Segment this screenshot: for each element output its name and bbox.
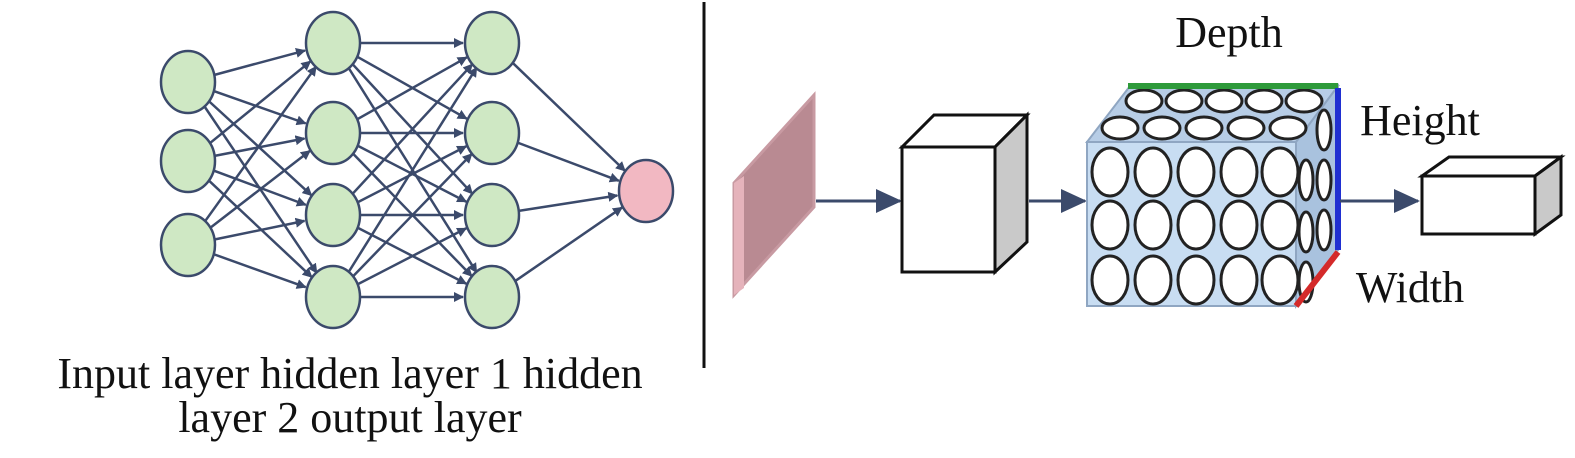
top-neuron-8 <box>1226 115 1266 141</box>
connection-l1-3-0 <box>346 66 478 275</box>
front-neuron-1-0 <box>1090 199 1130 251</box>
volume-front-neurons <box>1090 146 1300 306</box>
width-edge <box>1293 250 1341 308</box>
front-neuron-0-4 <box>1260 146 1300 198</box>
node-l1-0 <box>304 10 362 76</box>
network-edges <box>202 38 626 302</box>
front-neuron-1-3 <box>1219 199 1259 251</box>
caption-line-1: Input layer hidden layer 1 hidden <box>57 349 643 398</box>
side-neuron-5 <box>1315 208 1333 252</box>
front-neuron-2-3 <box>1219 254 1259 306</box>
connection-l0-0-0 <box>213 48 306 77</box>
connection-l0-1-0 <box>208 60 312 145</box>
front-neuron-2-2 <box>1176 254 1216 306</box>
front-neuron-1-4 <box>1260 199 1300 251</box>
connection-l0-2-0 <box>202 65 318 224</box>
network-caption: Input layer hidden layer 1 hidden layer … <box>0 352 700 440</box>
top-neuron-9 <box>1268 115 1308 141</box>
network-nodes <box>159 10 675 330</box>
front-neuron-1-2 <box>1176 199 1216 251</box>
node-l0-1 <box>159 128 217 194</box>
side-neuron-1 <box>1297 210 1315 254</box>
top-neuron-6 <box>1142 115 1182 141</box>
top-neuron-0 <box>1124 88 1164 114</box>
output-box <box>1417 154 1566 237</box>
front-neuron-0-1 <box>1133 146 1173 198</box>
top-neuron-2 <box>1204 88 1244 114</box>
caption-line-2: layer 2 output layer <box>178 393 522 442</box>
connection-l1-3-2 <box>356 227 468 286</box>
connection-l2-2-0 <box>518 191 619 213</box>
output-node-0 <box>617 158 675 224</box>
connection-l1-2-0 <box>350 63 474 197</box>
connection-l2-0-0 <box>510 60 626 172</box>
front-neuron-0-3 <box>1219 146 1259 198</box>
connection-l0-0-1 <box>213 89 307 126</box>
node-l1-2 <box>304 182 362 248</box>
connection-l0-2-3 <box>212 252 307 289</box>
connection-l0-1-3 <box>206 178 313 279</box>
connection-l2-1-0 <box>516 141 620 183</box>
front-neuron-0-0 <box>1090 146 1130 198</box>
node-l2-3 <box>463 264 521 330</box>
node-l0-2 <box>159 212 217 278</box>
input-slab <box>732 91 816 299</box>
neuron-volume <box>1084 83 1341 309</box>
front-neuron-2-4 <box>1260 254 1300 306</box>
feature-cube <box>898 111 1031 276</box>
front-neuron-1-1 <box>1133 199 1173 251</box>
top-neuron-5 <box>1100 115 1140 141</box>
side-neuron-3 <box>1315 108 1333 152</box>
top-neuron-4 <box>1284 88 1324 114</box>
node-l2-1 <box>463 100 521 166</box>
side-neuron-4 <box>1315 158 1333 202</box>
node-l1-3 <box>304 264 362 330</box>
connection-l2-3-0 <box>513 206 623 283</box>
width-label: Width <box>1356 263 1464 312</box>
node-l0-0 <box>159 49 217 115</box>
node-l2-0 <box>463 10 521 76</box>
connection-l0-1-2 <box>212 169 307 207</box>
top-neuron-1 <box>1164 88 1204 114</box>
top-neuron-3 <box>1244 88 1284 114</box>
front-neuron-0-2 <box>1176 146 1216 198</box>
depth-label: Depth <box>1175 8 1283 57</box>
top-neuron-7 <box>1184 115 1224 141</box>
connection-l1-1-0 <box>355 56 468 121</box>
side-neuron-0 <box>1297 158 1315 202</box>
node-l1-1 <box>304 100 362 166</box>
connection-l1-3-1 <box>350 152 473 279</box>
front-neuron-2-1 <box>1133 254 1173 306</box>
connection-l1-2-1 <box>356 145 468 204</box>
node-l2-2 <box>463 182 521 248</box>
front-neuron-2-0 <box>1090 254 1130 306</box>
connection-l0-2-1 <box>208 149 311 230</box>
connection-l0-2-2 <box>214 217 306 241</box>
height-label: Height <box>1360 96 1480 145</box>
volume-top-neurons <box>1100 88 1324 141</box>
